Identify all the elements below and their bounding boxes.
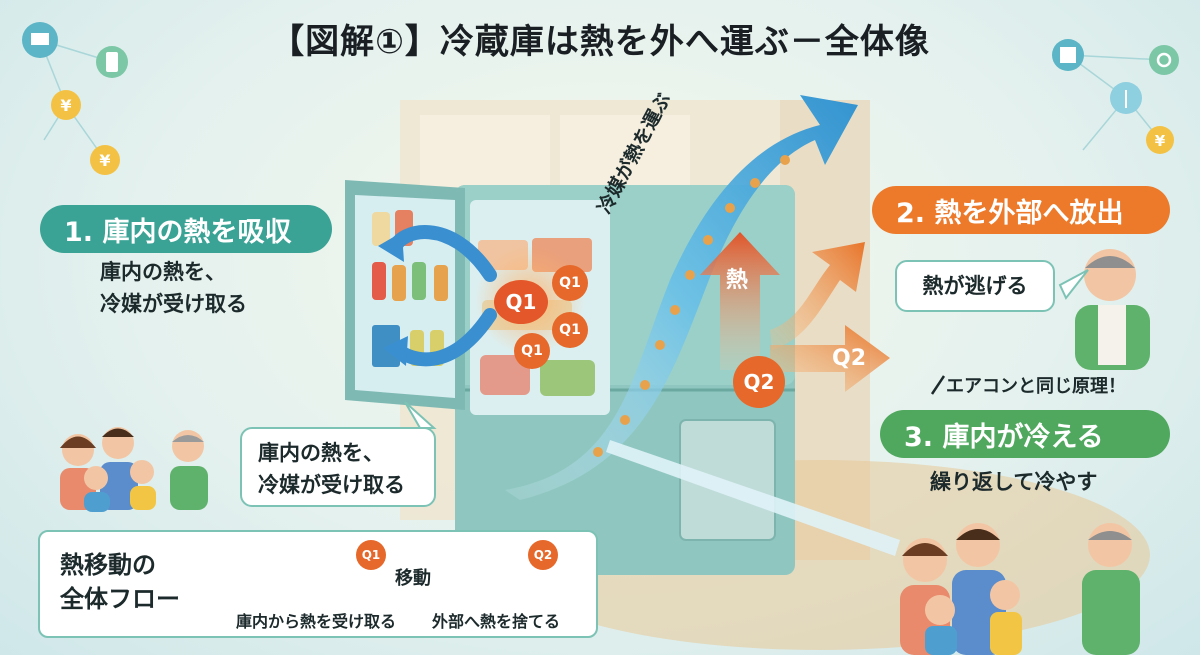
step2-label: 2. 熱を外部へ放出 [872,186,1170,234]
q2-arrow-label: Q2 [832,346,867,371]
step3-note: エアコンと同じ原理！ [946,376,1126,397]
flow-q2-badge: Q2 [528,540,558,570]
q1-badge-main: Q1 [494,280,548,324]
flow-title-line2: 全体フロー [60,585,180,613]
absorb-arrow-top-head [378,232,404,262]
flow-to-label: 外部へ熱を捨てる [432,612,561,631]
svg-text:¥: ¥ [1155,132,1166,150]
refrigerant-bubble-line2: 冷媒が受け取る [258,473,405,497]
phone-icon [96,46,128,78]
absorb-arrow-bottom-head [383,336,408,366]
heat-flow-summary: 熱移動の 全体フロー Q1 移動 Q2 庫内から熱を受け取る 外部へ熱を捨てる [38,530,598,638]
grandpa-right-illustration [1075,249,1150,370]
q1-badge: Q1 [552,312,588,348]
step1-caption: 庫内の熱を、 冷媒が受け取る [100,256,247,320]
flow-from-label: 庫内から熱を受け取る [236,612,397,631]
step1-caption-line2: 冷媒が受け取る [100,292,247,316]
refrigerant-bubble: 庫内の熱を、 冷媒が受け取る [240,427,436,507]
q2-arrow [770,325,890,392]
step1-caption-line1: 庫内の熱を、 [100,260,226,284]
recycle-icon [1149,45,1179,75]
speech-tail [1058,269,1089,300]
step2-speech: 熱が逃げる [895,260,1055,312]
wind-turbine-icon [1110,82,1142,114]
svg-text:¥: ¥ [60,96,71,115]
yen-icon: ¥ [90,145,120,175]
flow-title-line1: 熱移動の [60,551,156,579]
step1-label: 1. 庫内の熱を吸収 [40,205,332,253]
note-tick [930,375,946,395]
refrigerant-arrow [505,95,858,500]
page-title: 【図解①】冷蔵庫は熱を外へ運ぶ－全体像 [270,22,930,62]
q1-badge: Q1 [552,265,588,301]
q2-badge: Q2 [733,356,785,408]
flow-title: 熱移動の 全体フロー [60,548,180,616]
heat-label: 熱 [726,268,749,293]
q1-badge: Q1 [514,333,550,369]
yen-icon: ¥ [51,90,81,120]
refrigerant-dots [593,155,790,457]
heat-release-arrow [770,242,865,350]
family-right-illustration [900,523,1140,655]
step3-label: 3. 庫内が冷える [880,410,1170,458]
flow-q1-badge: Q1 [356,540,386,570]
step3-caption: 繰り返して冷やす [930,470,1098,494]
monitor-icon [22,22,58,58]
svg-text:¥: ¥ [99,151,110,170]
refrigerant-bubble-line1: 庫内の熱を、 [258,441,384,465]
heat-up-arrow [700,232,780,370]
family-left-illustration [60,427,208,512]
pointer-ray [606,440,900,556]
yen-icon: ¥ [1146,126,1174,154]
flow-move-label: 移動 [395,568,431,589]
chip-icon [1052,39,1084,71]
